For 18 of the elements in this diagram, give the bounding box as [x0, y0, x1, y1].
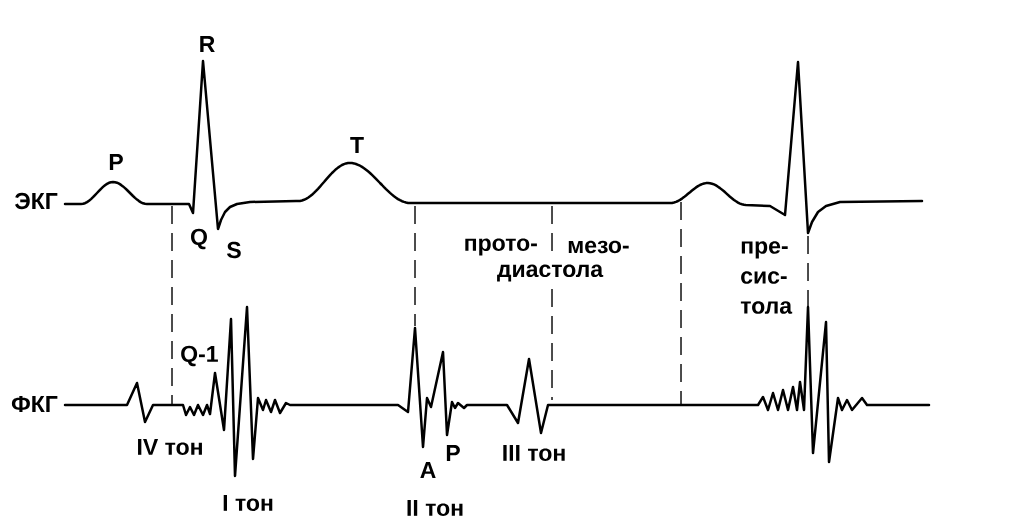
- component-label: A: [420, 462, 436, 478]
- phase-label: пре- сис- тола: [740, 241, 793, 314]
- sound-label: IV тон: [138, 439, 202, 456]
- trace-label: ЭКГ: [15, 192, 58, 210]
- sound-label: I тон: [223, 495, 273, 512]
- wave-label: Q: [191, 228, 207, 250]
- wave-label: T: [350, 137, 364, 153]
- phase-label: диастола: [497, 264, 604, 282]
- component-label: P: [446, 445, 460, 461]
- phase-label: прото-: [465, 238, 537, 256]
- wave-label: R: [200, 36, 215, 52]
- trace-label: ФКГ: [11, 396, 58, 413]
- wave-label: S: [227, 241, 241, 259]
- wave-label: P: [109, 154, 123, 170]
- sound-label: II тон: [407, 500, 463, 517]
- interval-label: Q-1: [181, 345, 218, 367]
- phase-label: мезо-: [568, 240, 629, 254]
- sound-label: III тон: [503, 445, 565, 462]
